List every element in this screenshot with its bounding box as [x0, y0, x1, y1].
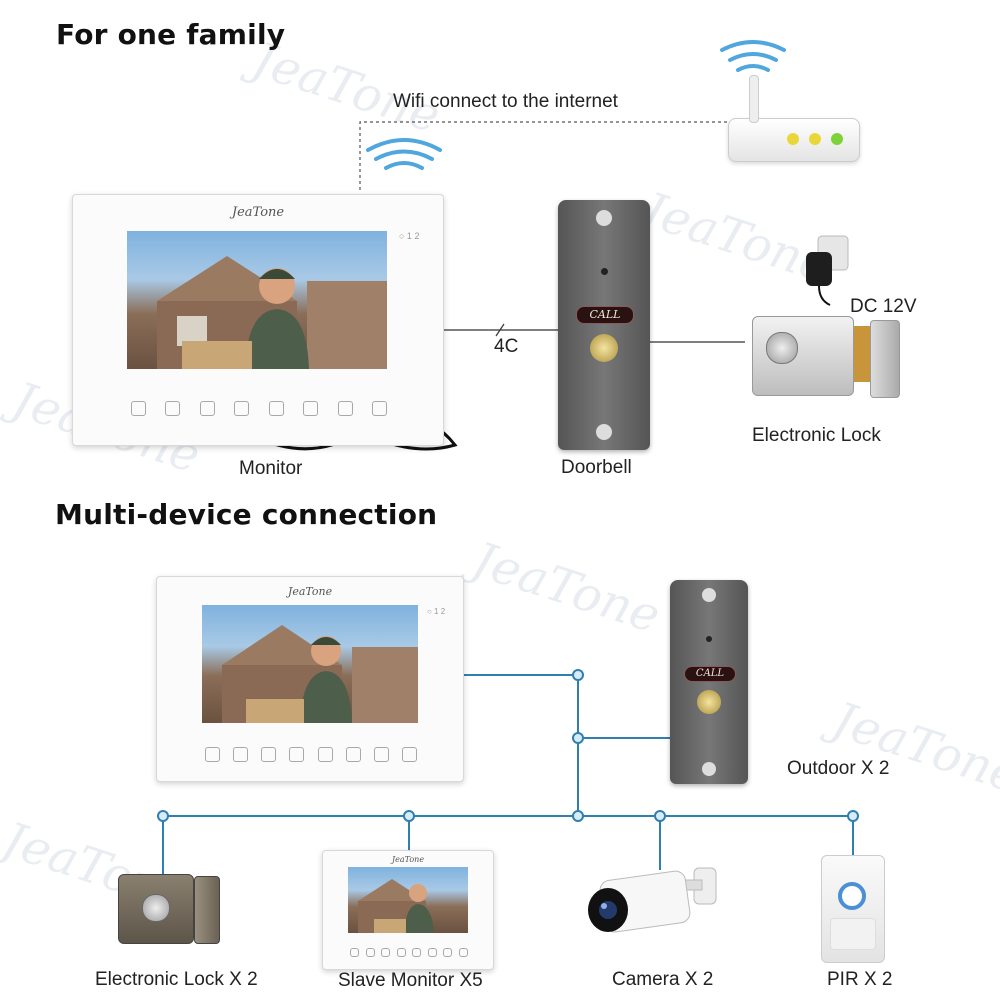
unlock-icon — [337, 401, 353, 416]
pir-sensor — [821, 855, 885, 963]
play-icon — [233, 747, 249, 762]
screw-icon — [702, 762, 716, 776]
camera-lens-icon — [601, 268, 608, 275]
screw-icon — [596, 424, 612, 440]
monitor-brand-logo: JeaTone — [391, 855, 425, 864]
router-led-icon — [831, 133, 843, 145]
monitor-touch-buttons — [205, 747, 417, 762]
settings-icon — [381, 948, 391, 957]
wifi-icon-router — [720, 40, 786, 72]
pir-label: PIR X 2 — [827, 969, 893, 990]
wifi-dashed-link — [359, 121, 728, 190]
electronic-lock — [752, 316, 902, 398]
indoor-monitor: JeaTone ○ 1 2 — [72, 194, 444, 446]
back-icon — [205, 747, 220, 762]
power-adapter — [806, 252, 832, 286]
screw-icon — [702, 588, 716, 602]
back-icon — [131, 401, 146, 416]
slave-monitor: JeaTone — [322, 850, 494, 970]
lock-bolt — [854, 326, 872, 382]
visitor-image — [222, 625, 418, 723]
call-button — [697, 690, 721, 714]
monitor-indicators: ○ 1 2 — [427, 607, 446, 616]
wire-slash — [495, 323, 505, 337]
unlock-icon — [373, 747, 389, 762]
wifi-router — [728, 75, 860, 162]
transfer-icon — [234, 401, 250, 416]
user-icon — [268, 401, 284, 416]
bullet-camera — [588, 867, 717, 933]
bus-lines — [162, 674, 854, 875]
lock-strike-plate — [194, 876, 220, 944]
electronic-lock-label: Electronic Lock — [752, 425, 881, 446]
phone-icon — [458, 948, 468, 957]
section-title-one-family: For one family — [56, 18, 286, 51]
outdoor-doorbell-unit: CALL — [670, 580, 748, 784]
router-led-icon — [809, 133, 821, 145]
adapter-cable — [818, 285, 831, 306]
camera-lens-glass — [599, 901, 617, 919]
settings-icon — [261, 747, 277, 762]
bus-nodes — [157, 669, 859, 822]
transfer-icon — [289, 747, 305, 762]
back-icon — [350, 948, 359, 957]
wire-label: 4C — [494, 336, 519, 357]
call-badge: CALL — [684, 666, 736, 682]
dc-label: DC 12V — [850, 296, 917, 317]
router-antenna — [749, 75, 759, 123]
monitor-touch-buttons — [350, 948, 468, 957]
settings-icon — [199, 401, 215, 416]
intercom-icon — [427, 948, 437, 957]
master-monitor: JeaTone ○ 1 2 — [156, 576, 464, 782]
play-icon — [365, 948, 375, 957]
monitor-screen — [127, 231, 387, 369]
wifi-label: Wifi connect to the internet — [393, 91, 618, 112]
pir-window — [830, 918, 876, 950]
router-led-icon — [787, 133, 799, 145]
monitor-screen — [348, 867, 468, 933]
key-cylinder-icon — [766, 332, 798, 364]
monitor-brand-logo: JeaTone — [287, 585, 333, 598]
user-icon — [412, 948, 422, 957]
screw-icon — [596, 210, 612, 226]
visitor-image — [358, 879, 434, 933]
doorbell-outdoor-unit: CALL — [558, 200, 650, 450]
doorbell-label: Doorbell — [561, 457, 632, 478]
intercom-icon — [345, 747, 361, 762]
key-cylinder-icon — [142, 894, 170, 922]
section-title-multi-device: Multi-device connection — [55, 498, 438, 531]
camera-lens-icon — [706, 636, 712, 642]
monitor-indicators: ○ 1 2 — [399, 231, 420, 241]
phone-icon — [371, 401, 387, 416]
electronic-lock-bottom — [118, 874, 220, 944]
call-button — [590, 334, 618, 362]
monitor-touch-buttons — [131, 401, 387, 416]
monitor-screen — [202, 605, 418, 723]
outdoor-label: Outdoor X 2 — [787, 758, 890, 779]
user-icon — [317, 747, 333, 762]
wifi-icon-monitor — [366, 138, 442, 170]
camera-label: Camera X 2 — [612, 969, 714, 990]
intercom-icon — [303, 401, 319, 416]
transfer-icon — [396, 948, 406, 957]
lock-count-label: Electronic Lock X 2 — [95, 969, 258, 990]
play-icon — [165, 401, 181, 416]
monitor-label: Monitor — [239, 458, 303, 479]
unlock-icon — [443, 948, 453, 957]
phone-icon — [401, 747, 417, 762]
slave-monitor-label: Slave Monitor X5 — [338, 970, 483, 991]
visitor-image — [157, 256, 387, 369]
monitor-brand-logo: JeaTone — [231, 205, 285, 220]
call-badge: CALL — [576, 306, 634, 324]
lock-strike-plate — [870, 320, 900, 398]
pir-lens-icon — [838, 882, 866, 910]
